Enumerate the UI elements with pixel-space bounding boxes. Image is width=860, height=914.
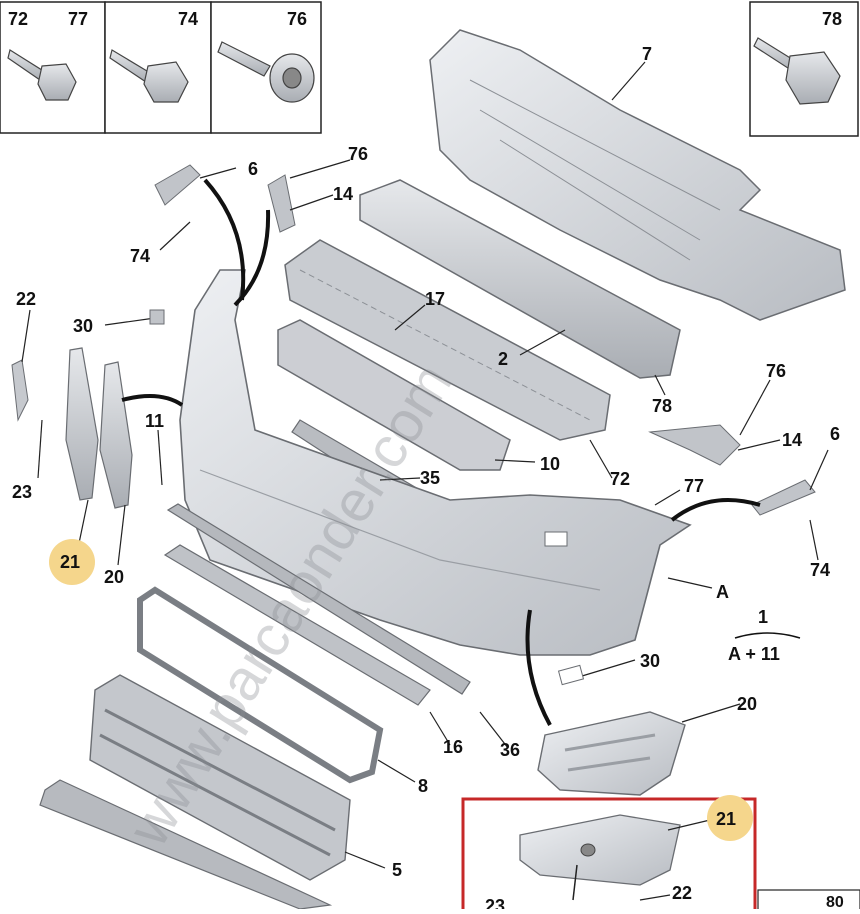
part-21-left-trim bbox=[65, 347, 99, 501]
routing-lines bbox=[121, 178, 761, 726]
callout-20-right: 20 bbox=[737, 694, 757, 714]
part-14-bracket-left bbox=[267, 174, 296, 233]
part-16-strip bbox=[163, 544, 431, 706]
bolt-74-icon bbox=[109, 49, 189, 103]
part-10-lower-absorber bbox=[277, 319, 511, 471]
callout-10: 10 bbox=[540, 454, 560, 474]
callout-6-right: 6 bbox=[830, 424, 840, 444]
callout-20: 20 bbox=[104, 567, 124, 587]
callout-11: 11 bbox=[145, 411, 164, 431]
callout-14: 14 bbox=[333, 184, 353, 204]
bolt-72-icon bbox=[7, 49, 77, 101]
leader-lines bbox=[21, 61, 829, 869]
part-36-strip bbox=[166, 503, 471, 695]
brace-1 bbox=[734, 632, 801, 639]
part-2-reinforcement-beam bbox=[359, 179, 681, 379]
highlight-markers bbox=[49, 539, 753, 841]
part-22-clip bbox=[11, 359, 29, 422]
inset-label-78: 78 bbox=[822, 9, 842, 29]
part-8-grille-frame bbox=[137, 586, 384, 784]
callout-23: 23 bbox=[12, 482, 32, 502]
callout-labels: 7 6 76 14 74 22 30 17 2 76 78 14 6 11 10… bbox=[12, 44, 844, 914]
part-30-clip bbox=[149, 309, 585, 686]
callout-72: 72 bbox=[610, 469, 630, 489]
corner-box-80 bbox=[757, 889, 860, 911]
bumper-a bbox=[179, 269, 692, 656]
callout-21-detail: 21 bbox=[716, 809, 736, 829]
part-20-fog-trim bbox=[537, 711, 686, 796]
part-20-left-trim bbox=[99, 361, 133, 509]
part-5-grille bbox=[89, 674, 351, 881]
callout-6: 6 bbox=[248, 159, 258, 179]
part-14-bracket-right bbox=[648, 424, 741, 466]
callout-5: 5 bbox=[392, 860, 402, 880]
inset-fasteners-left: 72 77 74 76 bbox=[0, 1, 322, 134]
callout-30-bottom: 30 bbox=[640, 651, 660, 671]
inset-fastener-right: 78 bbox=[749, 1, 859, 137]
lower-grille-strip bbox=[39, 779, 333, 910]
inset-label-77: 77 bbox=[68, 9, 88, 29]
callout-77: 77 bbox=[684, 476, 704, 496]
callout-22: 22 bbox=[16, 289, 36, 309]
screw-76-icon bbox=[217, 41, 315, 103]
callout-36: 36 bbox=[500, 740, 520, 760]
callout-74-right: 74 bbox=[810, 560, 830, 580]
callout-16: 16 bbox=[443, 737, 463, 757]
part-6-bracket-right bbox=[751, 479, 816, 516]
callout-30: 30 bbox=[73, 316, 93, 336]
part-17-absorber bbox=[284, 239, 611, 441]
part-7-upper-carrier bbox=[429, 29, 846, 321]
part-6-bracket-left bbox=[154, 164, 201, 206]
inset-label-72: 72 bbox=[8, 9, 28, 29]
callout-80: 80 bbox=[826, 894, 844, 909]
callout-78: 78 bbox=[652, 396, 672, 416]
callout-76: 76 bbox=[348, 144, 368, 164]
callout-7: 7 bbox=[642, 44, 652, 64]
inset-label-76: 76 bbox=[287, 9, 307, 29]
callout-14-right: 14 bbox=[782, 430, 802, 450]
inset-label-74: 74 bbox=[178, 9, 198, 29]
bolt-78-icon bbox=[753, 37, 841, 105]
callout-8: 8 bbox=[418, 776, 428, 796]
callout-A: A bbox=[716, 582, 729, 602]
callout-76-right: 76 bbox=[766, 361, 786, 381]
callout-A-plus-11: A + 11 bbox=[728, 644, 780, 664]
callout-21: 21 bbox=[60, 552, 80, 572]
callout-23-detail: 23 bbox=[485, 896, 505, 909]
callout-2: 2 bbox=[498, 349, 508, 369]
callout-35: 35 bbox=[420, 468, 440, 488]
callout-22-detail: 22 bbox=[672, 883, 692, 903]
callout-17: 17 bbox=[425, 289, 445, 309]
callout-74: 74 bbox=[130, 246, 150, 266]
callout-1: 1 bbox=[758, 607, 768, 627]
